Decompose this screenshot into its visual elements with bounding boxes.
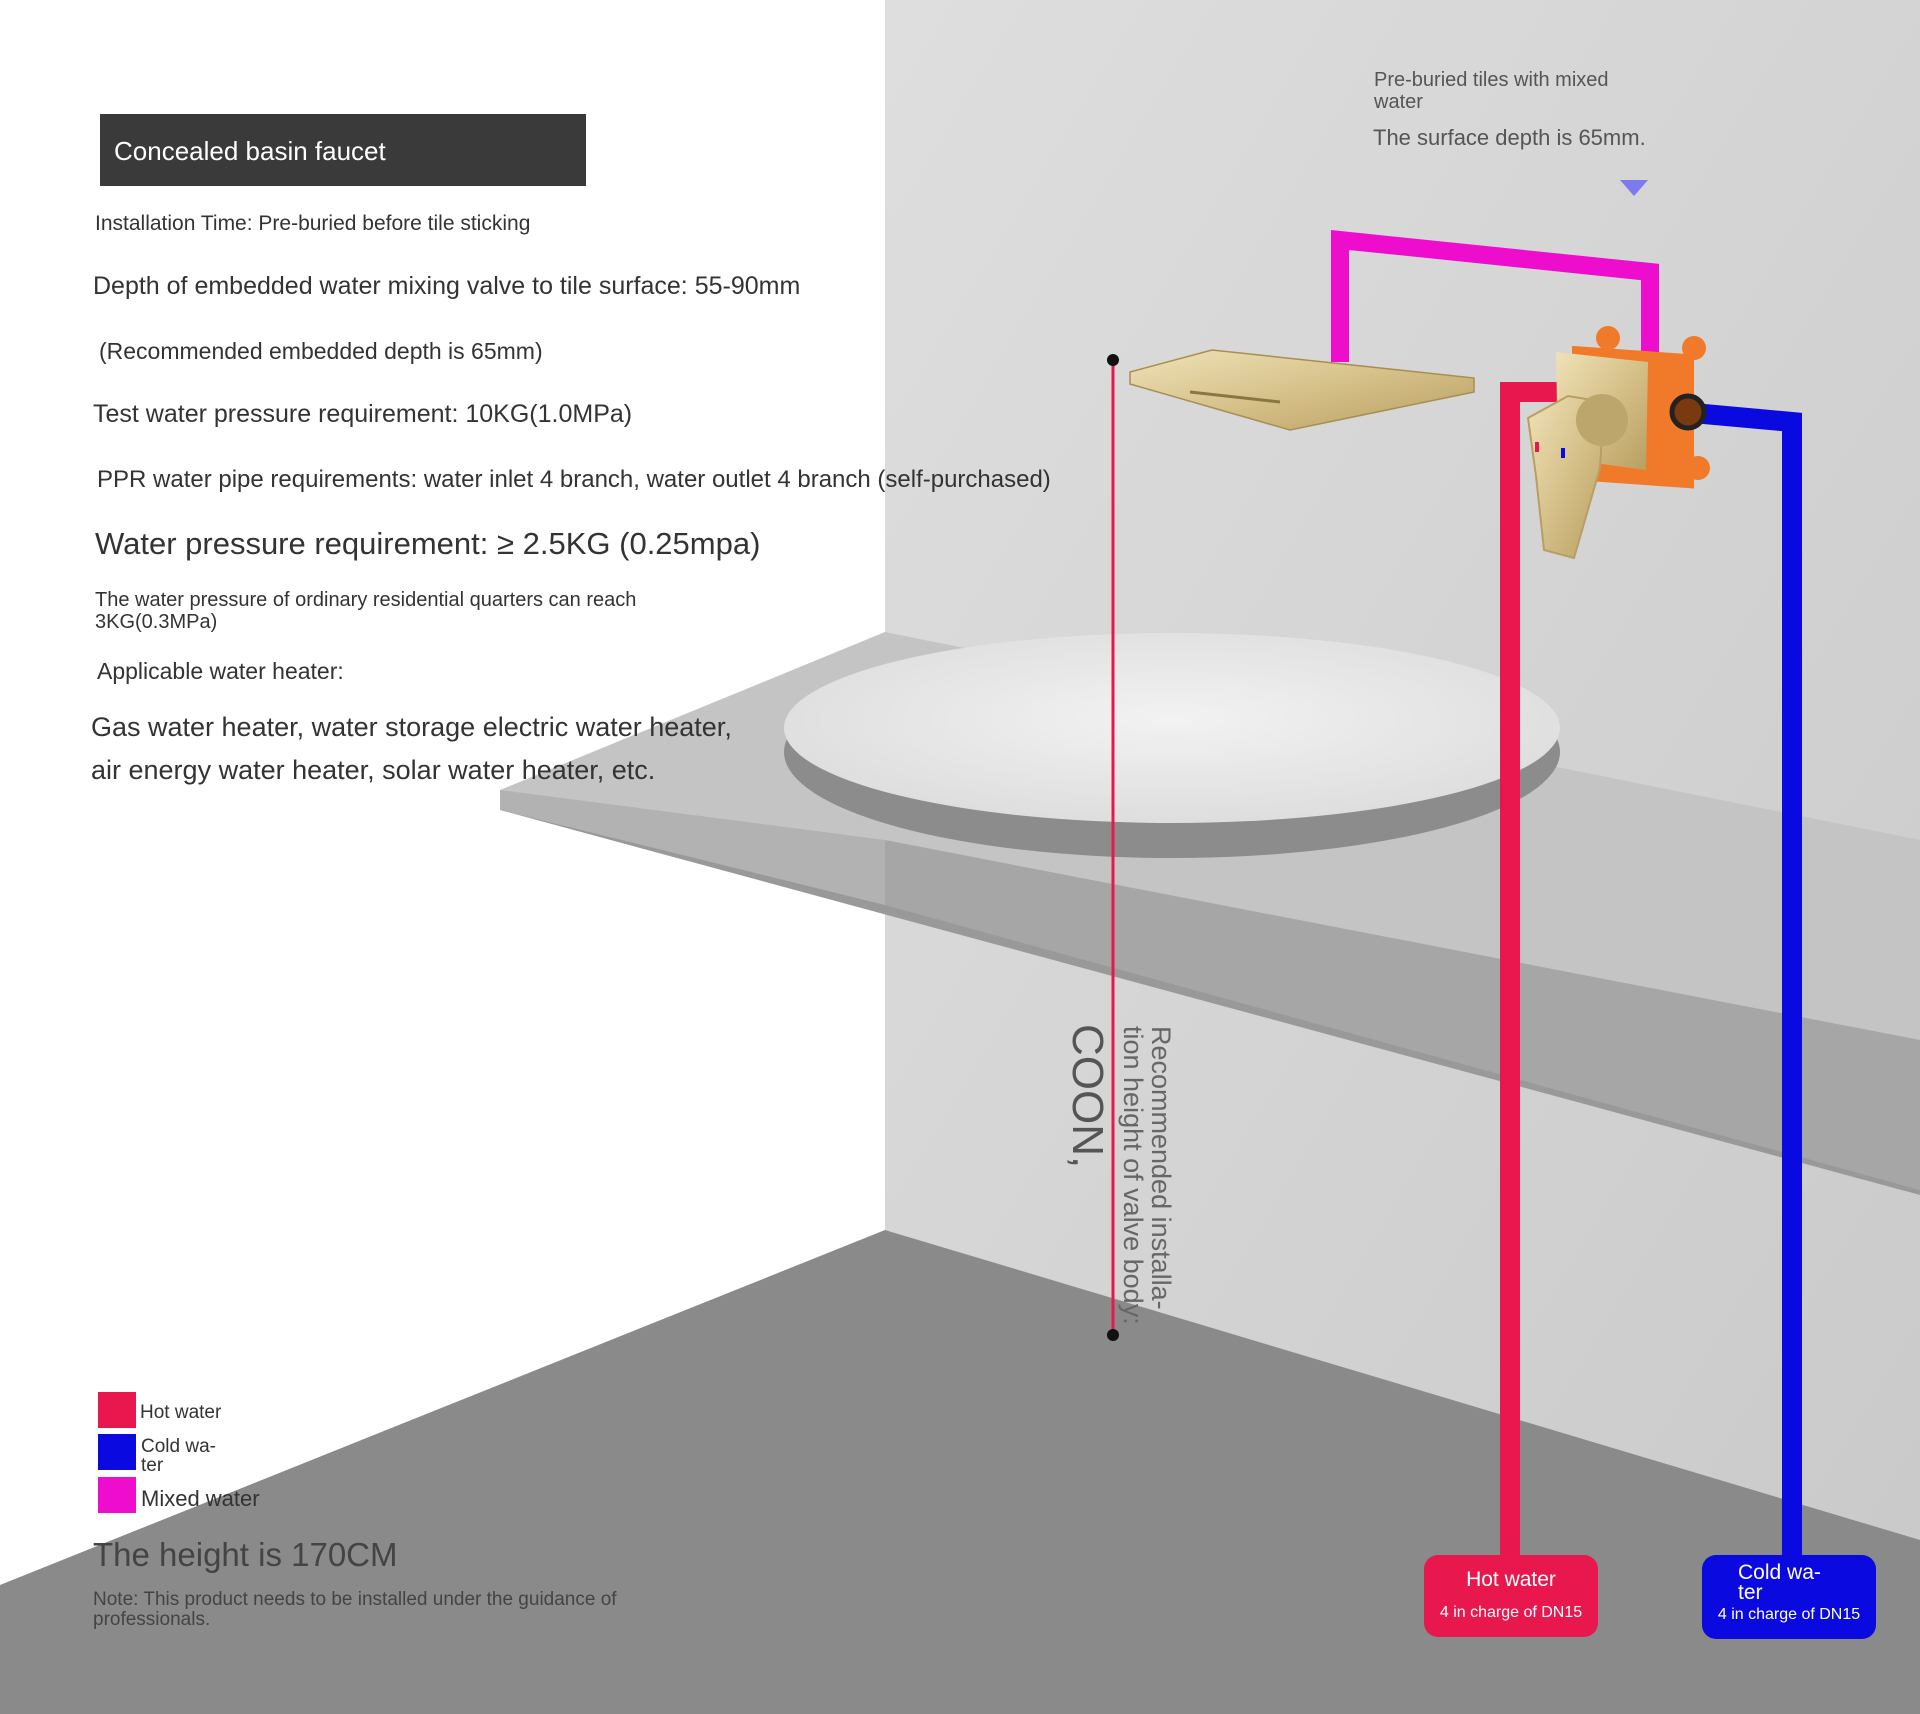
vertical-line1: Recommended installa- <box>1146 1026 1176 1310</box>
spout-slot <box>1189 390 1281 404</box>
measurement-end-top <box>1107 354 1119 366</box>
faucet-spout <box>1129 349 1475 431</box>
legend-mixed-label: Mixed water <box>141 1486 260 1511</box>
spec-ppr-pipe: PPR water pipe requirements: water inlet… <box>97 466 1051 493</box>
hot-callout-sub: 4 in charge of DN15 <box>1439 1604 1583 1621</box>
spec-residential-line1: The water pressure of ordinary residenti… <box>95 589 637 611</box>
spec-depth: Depth of embedded water mixing valve to … <box>93 272 801 300</box>
hot-water-callout: Hot water 4 in charge of DN15 <box>1424 1555 1598 1637</box>
spec-heater-line2: air energy water heater, solar water hea… <box>91 755 656 785</box>
basin <box>784 633 1560 823</box>
title-box: Concealed basin faucet <box>100 114 586 186</box>
hot-callout-title: Hot water <box>1466 1568 1556 1591</box>
legend-cold-label-line1: Cold wa- <box>141 1436 216 1457</box>
cold-pipe <box>1681 402 1802 1560</box>
countertop-shadow <box>885 840 1920 1190</box>
spec-test-pressure: Test water pressure requirement: 10KG(1.… <box>93 400 633 428</box>
depth-marker-icon <box>1620 180 1648 196</box>
spec-pressure: Water pressure requirement: ≥ 2.5KG (0.2… <box>95 526 761 561</box>
spec-heater-label: Applicable water heater: <box>97 658 344 684</box>
note-line1: Note: This product needs to be installed… <box>93 1589 617 1610</box>
top-note-line3: The surface depth is 65mm. <box>1373 125 1646 150</box>
valve-lug <box>1682 336 1706 360</box>
legend-cold-label-line2: ter <box>141 1455 164 1476</box>
valve-lug <box>1686 456 1710 480</box>
measurement-end-bottom <box>1107 1329 1119 1341</box>
spec-recommended-depth: (Recommended embedded depth is 65mm) <box>99 338 543 364</box>
cold-callout-title-line2: ter <box>1738 1581 1763 1604</box>
valve-port <box>1669 393 1707 431</box>
vertical-big-label: COON, <box>1063 1024 1112 1169</box>
legend-hot-label: Hot water <box>140 1402 222 1423</box>
top-note-line2: water <box>1374 91 1423 113</box>
top-note-line1: Pre-buried tiles with mixed <box>1374 69 1609 91</box>
page-title: Concealed basin faucet <box>114 136 386 166</box>
mixed-pipe <box>1331 230 1659 362</box>
spec-residential-line2: 3KG(0.3MPa) <box>95 611 218 633</box>
cold-water-callout: Cold wa- ter 4 in charge of DN15 <box>1702 1555 1876 1639</box>
spec-install-time: Installation Time: Pre-buried before til… <box>95 212 531 235</box>
legend-mixed-swatch <box>98 1477 136 1513</box>
cold-callout-sub: 4 in charge of DN15 <box>1717 1606 1861 1623</box>
faucet-handle-knob <box>1576 394 1628 446</box>
vertical-line2: tion height of valve body: <box>1118 1026 1148 1325</box>
legend-hot-swatch <box>98 1392 136 1428</box>
hot-indicator <box>1535 442 1539 452</box>
legend-cold-swatch <box>98 1434 136 1470</box>
hot-pipe <box>1500 382 1580 1560</box>
cold-callout-title-line1: Cold wa- <box>1738 1561 1821 1584</box>
valve-lug <box>1596 326 1620 350</box>
cold-indicator <box>1561 448 1565 458</box>
countertop-side <box>500 790 885 905</box>
note-line2: professionals. <box>93 1609 211 1630</box>
spec-heater-line1: Gas water heater, water storage electric… <box>91 712 732 742</box>
height-label: The height is 170CM <box>93 1536 398 1573</box>
